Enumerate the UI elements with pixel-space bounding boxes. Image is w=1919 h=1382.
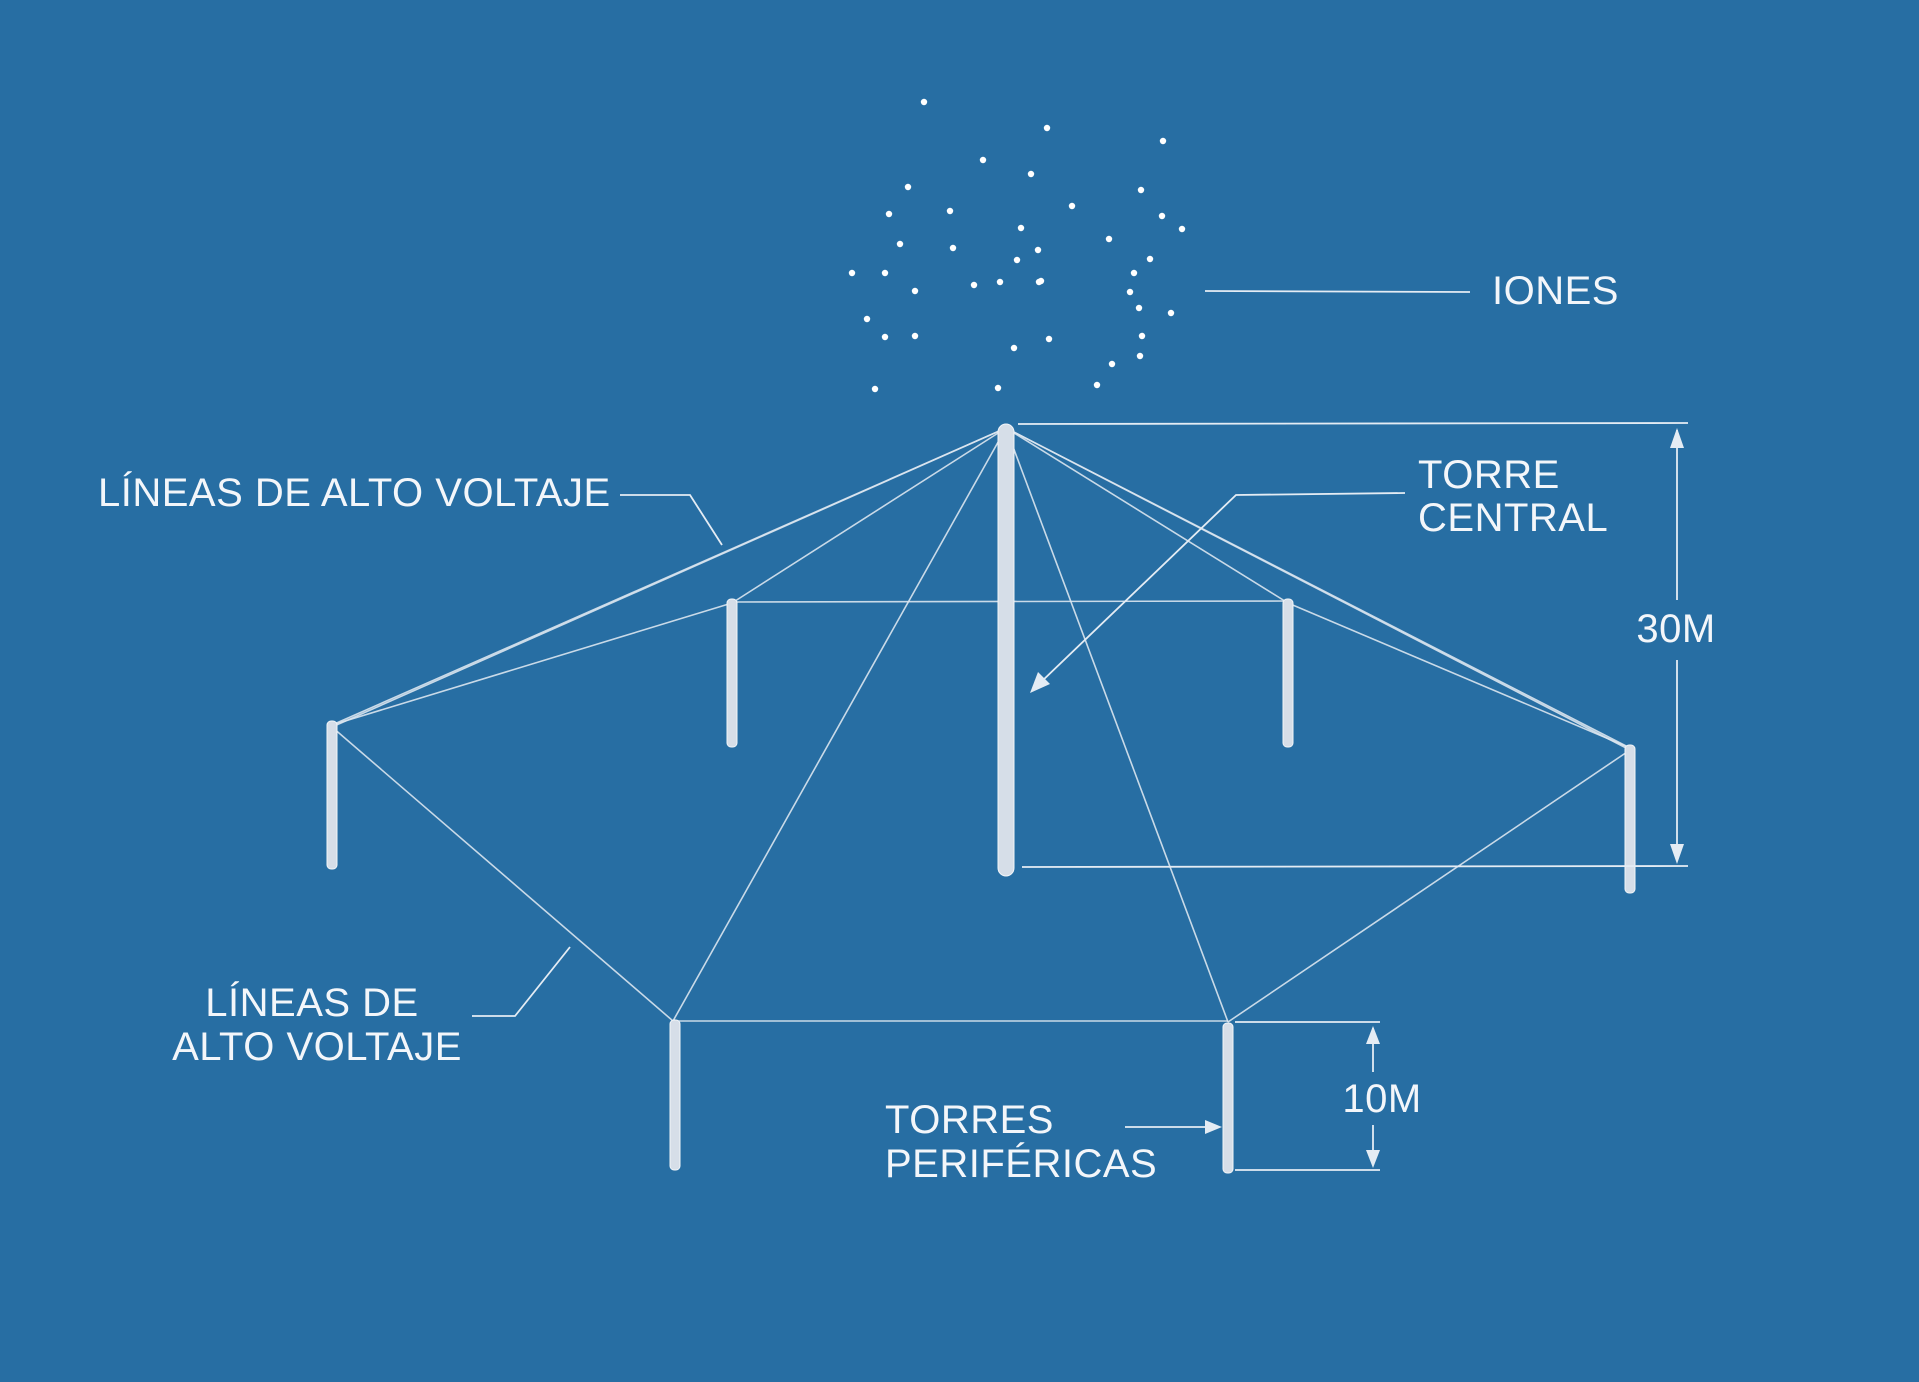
ion-dot <box>885 210 893 218</box>
leader-lineas-top <box>620 494 723 546</box>
dimension-30m <box>1017 422 1689 868</box>
ion-dot <box>863 315 871 323</box>
peripheral-tower-front-left <box>669 1019 681 1171</box>
peripheral-tower-far-right <box>1624 744 1636 894</box>
ion-dot <box>996 278 1004 286</box>
dimension-10m <box>1235 1021 1380 1171</box>
ion-dot <box>881 333 889 341</box>
wire-center-to-front-left <box>672 427 1007 1022</box>
leader-torre-central <box>1039 492 1406 684</box>
label-iones: IONES <box>1492 269 1619 313</box>
ion-dot <box>1013 256 1021 264</box>
dim-30-top-extension <box>1017 422 1689 425</box>
ion-dot <box>881 269 889 277</box>
ion-dot <box>1093 381 1101 389</box>
ion-dot <box>1027 170 1035 178</box>
wire-center-to-far-right-2 <box>1005 427 1631 751</box>
ion-dot <box>1068 202 1076 210</box>
dim-10-arrow-top <box>1366 1026 1380 1044</box>
label-torre-central-line2: CENTRAL <box>1418 496 1608 540</box>
leader-lineas-bottom <box>472 946 571 1017</box>
ion-dot <box>848 269 856 277</box>
dim-10-arrow-bottom <box>1366 1150 1380 1168</box>
ion-dot <box>994 384 1002 392</box>
ion-dot <box>911 332 919 340</box>
wire-far-left-to-back-left <box>331 602 733 726</box>
ion-cloud <box>848 98 1186 393</box>
ion-dot <box>1034 246 1042 254</box>
labels: IONES LÍNEAS DE ALTO VOLTAJE LÍNEAS DE A… <box>98 269 1715 1186</box>
wire-center-to-back-right <box>1005 427 1289 604</box>
ion-dot <box>896 240 904 248</box>
ion-dot <box>1043 124 1051 132</box>
label-torres-perifericas-line1: TORRES <box>885 1098 1054 1142</box>
central-tower <box>997 423 1015 877</box>
wire-back-right-to-far-right <box>1287 602 1631 749</box>
label-lineas-top: LÍNEAS DE ALTO VOLTAJE <box>98 470 611 515</box>
ion-dot <box>1135 304 1143 312</box>
label-lineas-bottom-line2: ALTO VOLTAJE <box>172 1025 462 1069</box>
ion-dot <box>911 287 919 295</box>
ion-dot <box>1105 235 1113 243</box>
dim-30-arrow-bottom <box>1670 844 1684 864</box>
ion-dot <box>1017 224 1025 232</box>
ion-dot <box>1158 212 1166 220</box>
peripheral-tower-back-left <box>726 598 738 748</box>
label-dim-30m: 30M <box>1636 607 1715 651</box>
ion-dot <box>970 281 978 289</box>
ion-dot <box>1178 225 1186 233</box>
arrowhead-torres-perifericas <box>1205 1120 1222 1134</box>
peripheral-tower-back-right <box>1282 598 1294 748</box>
ion-dot <box>920 98 928 106</box>
wire-center-to-front-right <box>1005 427 1229 1023</box>
ion-dot <box>1159 137 1167 145</box>
ion-dot <box>946 207 954 215</box>
ion-dot <box>1137 186 1145 194</box>
ion-dot <box>949 244 957 252</box>
ion-dot <box>1130 269 1138 277</box>
ion-dot <box>1035 278 1043 286</box>
peripheral-tower-far-left <box>326 720 338 870</box>
dim-30-bottom-extension <box>1021 865 1689 868</box>
ion-dot <box>1126 288 1134 296</box>
label-torres-perifericas-line2: PERIFÉRICAS <box>885 1141 1157 1186</box>
towers <box>326 423 1636 1174</box>
ion-dot <box>1010 344 1018 352</box>
ion-dot <box>1045 335 1053 343</box>
arrowhead-torre-central <box>1030 672 1050 693</box>
dim-30-arrow-top <box>1670 428 1684 448</box>
label-torre-central-line1: TORRE <box>1418 453 1560 497</box>
ion-dot <box>1138 332 1146 340</box>
ion-dot <box>871 385 879 393</box>
peripheral-tower-front-right <box>1222 1022 1234 1174</box>
wire-center-to-back-left <box>731 427 1007 604</box>
ion-dot <box>904 183 912 191</box>
ion-dot <box>1108 360 1116 368</box>
leader-iones <box>1204 290 1471 293</box>
ion-dot <box>1146 255 1154 263</box>
leader-lines <box>472 290 1471 1134</box>
label-lineas-bottom-line1: LÍNEAS DE <box>205 980 418 1025</box>
wire-center-to-far-left-2 <box>331 427 1007 728</box>
label-dim-10m: 10M <box>1342 1077 1421 1121</box>
ion-dot <box>1136 352 1144 360</box>
wire-far-left-to-front-left <box>331 726 674 1022</box>
ion-dot <box>979 156 987 164</box>
ion-dot <box>1167 309 1175 317</box>
wire-far-right-to-front-right <box>1227 749 1631 1023</box>
